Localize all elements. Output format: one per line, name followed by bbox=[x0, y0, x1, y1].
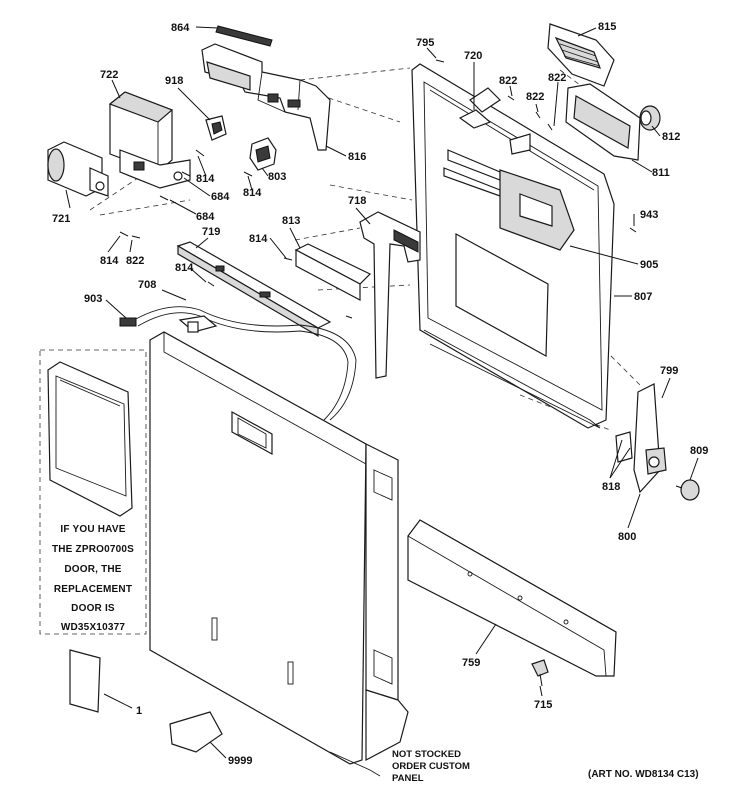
part-800-hinge bbox=[615, 383, 667, 494]
callout-720: 720 bbox=[464, 50, 482, 62]
part-715-screw bbox=[531, 659, 549, 687]
part-809-bolt bbox=[675, 479, 700, 501]
screws bbox=[119, 59, 637, 319]
inset-note-line-4: REPLACEMENT bbox=[54, 584, 132, 595]
callout-943: 943 bbox=[640, 209, 658, 221]
part-759-toe-kick bbox=[407, 519, 617, 677]
callout-814-a: 814 bbox=[196, 173, 215, 185]
panel-note-line-3: PANEL bbox=[392, 773, 424, 784]
callout-759: 759 bbox=[462, 657, 480, 669]
callout-903: 903 bbox=[84, 293, 102, 305]
panel-note-line-2: ORDER CUSTOM bbox=[392, 761, 470, 772]
callout-718: 718 bbox=[348, 195, 366, 207]
callout-721: 721 bbox=[52, 213, 70, 225]
inset-note-line-2: THE ZPRO0700S bbox=[52, 544, 134, 555]
callout-814-e: 814 bbox=[175, 262, 194, 274]
callout-811: 811 bbox=[652, 167, 670, 179]
part-721-fan-assembly bbox=[47, 141, 109, 197]
callout-708: 708 bbox=[138, 279, 156, 291]
callout-795: 795 bbox=[416, 37, 434, 49]
part-722-dispenser bbox=[108, 91, 191, 189]
callout-814-b: 814 bbox=[243, 187, 262, 199]
callout-684-b: 684 bbox=[196, 211, 215, 223]
art-number: (ART NO. WD8134 C13) bbox=[588, 769, 699, 780]
callout-715: 715 bbox=[534, 699, 552, 711]
callout-809: 809 bbox=[690, 445, 708, 457]
callout-822-d: 822 bbox=[126, 255, 144, 267]
part-813-cover-plate bbox=[294, 243, 372, 301]
callout-799: 799 bbox=[660, 365, 678, 377]
part-816-vent-bracket bbox=[201, 43, 331, 151]
callout-803: 803 bbox=[268, 171, 286, 183]
part-719-control-board bbox=[176, 241, 332, 338]
callout-1: 1 bbox=[136, 705, 142, 717]
part-720-vent-seal bbox=[458, 109, 492, 129]
callout-822-b: 822 bbox=[548, 72, 566, 84]
callout-813: 813 bbox=[282, 215, 300, 227]
callout-719: 719 bbox=[202, 226, 220, 238]
part-718-fill-tube bbox=[359, 211, 421, 379]
part-1-literature bbox=[69, 649, 101, 713]
callout-684-a: 684 bbox=[211, 191, 230, 203]
callout-814-c: 814 bbox=[249, 233, 268, 245]
callout-905: 905 bbox=[640, 259, 658, 271]
inset-note-line-1: IF YOU HAVE bbox=[60, 524, 125, 535]
inset-note-line-3: DOOR, THE bbox=[64, 564, 121, 575]
part-815-vent-grille bbox=[547, 23, 615, 87]
part-812-knob bbox=[639, 105, 661, 131]
callout-814-d: 814 bbox=[100, 255, 119, 267]
callout-labels: 864 815 795 720 722 918 822 822 822 812 … bbox=[52, 21, 708, 767]
inset-note-line-5: DOOR IS bbox=[71, 603, 115, 614]
callout-822-a: 822 bbox=[499, 75, 517, 87]
callout-807: 807 bbox=[634, 291, 652, 303]
callout-818: 818 bbox=[602, 481, 620, 493]
callout-722: 722 bbox=[100, 69, 118, 81]
callout-9999: 9999 bbox=[228, 755, 252, 767]
part-903-708-wire-harness bbox=[119, 306, 357, 421]
callout-800: 800 bbox=[618, 531, 636, 543]
panel-note: NOT STOCKED ORDER CUSTOM PANEL bbox=[392, 749, 470, 784]
part-811-actuator bbox=[565, 83, 641, 161]
part-807-inner-door bbox=[411, 63, 615, 429]
leader-lines bbox=[65, 26, 699, 759]
panel-note-line-1: NOT STOCKED bbox=[392, 749, 461, 760]
callout-822-c: 822 bbox=[526, 91, 544, 103]
inset-note-box: IF YOU HAVE THE ZPRO0700S DOOR, THE REPL… bbox=[39, 349, 147, 635]
callout-812: 812 bbox=[662, 131, 680, 143]
part-803-latch-switch bbox=[249, 137, 277, 171]
callout-864: 864 bbox=[171, 22, 190, 34]
part-918-switch bbox=[205, 115, 227, 141]
callout-918: 918 bbox=[165, 75, 183, 87]
door-front-panel bbox=[149, 331, 409, 777]
callout-815: 815 bbox=[598, 21, 616, 33]
inset-note-line-6: WD35X10377 bbox=[61, 622, 125, 633]
callout-816: 816 bbox=[348, 151, 366, 163]
part-864-vent-strip bbox=[215, 25, 273, 47]
part-9999-parts-bag bbox=[169, 711, 223, 753]
